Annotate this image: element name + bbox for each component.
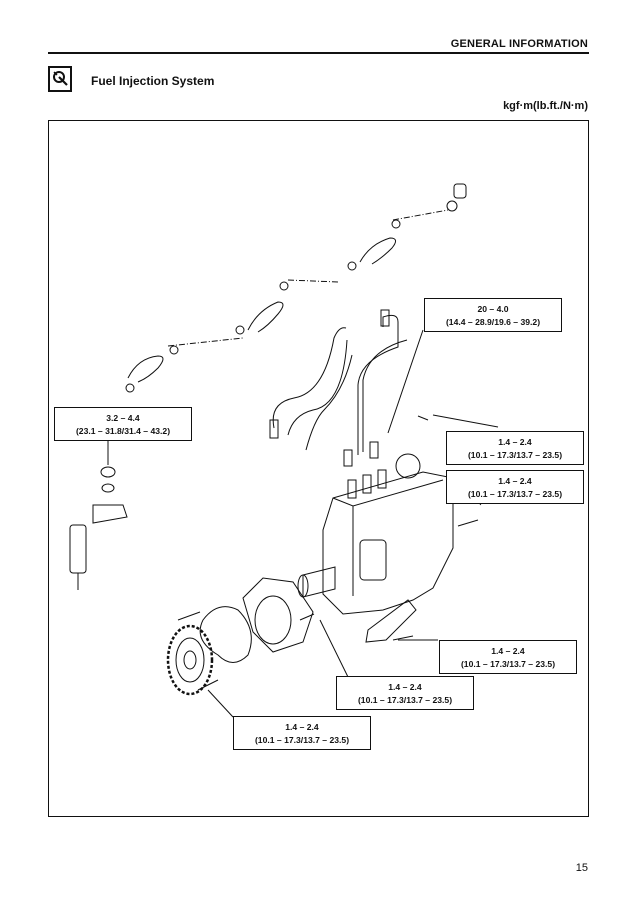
page-number: 15 <box>575 862 588 874</box>
torque-value-converted: (23.1 – 31.8/31.4 – 43.2) <box>75 426 171 436</box>
torque-callout-clamp-bolt: 1.4 – 2.4 (10.1 – 17.3/13.7 – 23.5) <box>446 431 584 465</box>
page-title: Fuel Injection System <box>91 74 215 88</box>
torque-callout-flange-bolt: 1.4 – 2.4 (10.1 – 17.3/13.7 – 23.5) <box>336 676 474 710</box>
torque-value: 1.4 – 2.4 <box>491 646 525 656</box>
header-rule <box>48 52 589 54</box>
torque-value: 1.4 – 2.4 <box>498 476 532 486</box>
torque-value-converted: (10.1 – 17.3/13.7 – 23.5) <box>254 735 350 745</box>
torque-value: 20 – 4.0 <box>477 304 509 314</box>
torque-callout-pump-side-bolt: 1.4 – 2.4 (10.1 – 17.3/13.7 – 23.5) <box>446 470 584 504</box>
torque-value: 1.4 – 2.4 <box>285 722 319 732</box>
torque-value-converted: (14.4 – 28.9/19.6 – 39.2) <box>445 317 541 327</box>
torque-value: 3.2 – 4.4 <box>106 413 140 423</box>
torque-units: kgf·m(lb.ft./N·m) <box>503 100 588 112</box>
section-header: GENERAL INFORMATION <box>450 38 588 50</box>
torque-value-converted: (10.1 – 17.3/13.7 – 23.5) <box>467 450 563 460</box>
torque-callout-nozzle-holder: 3.2 – 4.4 (23.1 – 31.8/31.4 – 43.2) <box>54 407 192 441</box>
torque-callout-bracket-bolt: 1.4 – 2.4 (10.1 – 17.3/13.7 – 23.5) <box>439 640 577 674</box>
fuel-injection-exploded-diagram <box>69 183 499 718</box>
torque-callout-injection-pipe: 20 – 4.0 (14.4 – 28.9/19.6 – 39.2) <box>424 298 562 332</box>
torque-value-converted: (10.1 – 17.3/13.7 – 23.5) <box>460 659 556 669</box>
diagram-frame <box>48 120 589 817</box>
service-wrench-icon <box>48 66 72 92</box>
torque-value-converted: (10.1 – 17.3/13.7 – 23.5) <box>357 695 453 705</box>
torque-value-converted: (10.1 – 17.3/13.7 – 23.5) <box>467 489 563 499</box>
torque-callout-gear-bolt: 1.4 – 2.4 (10.1 – 17.3/13.7 – 23.5) <box>233 716 371 750</box>
torque-value: 1.4 – 2.4 <box>388 682 422 692</box>
torque-value: 1.4 – 2.4 <box>498 437 532 447</box>
